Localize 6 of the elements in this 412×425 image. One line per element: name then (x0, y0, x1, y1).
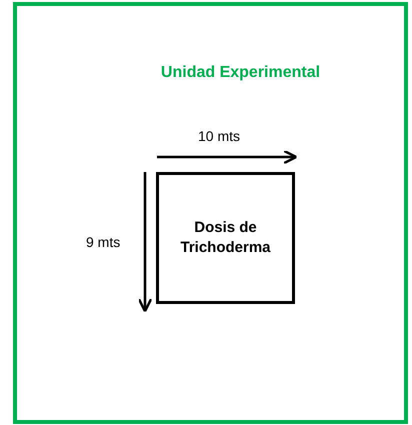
dimension-label: 10 mts (198, 128, 240, 144)
experimental-unit-frame (13, 2, 408, 424)
box-text: Dosis de Trichoderma (179, 218, 272, 258)
dimension-label: 9 mts (86, 234, 120, 250)
plot-square (156, 172, 295, 304)
title-text: Unidad Experimental (160, 64, 322, 82)
